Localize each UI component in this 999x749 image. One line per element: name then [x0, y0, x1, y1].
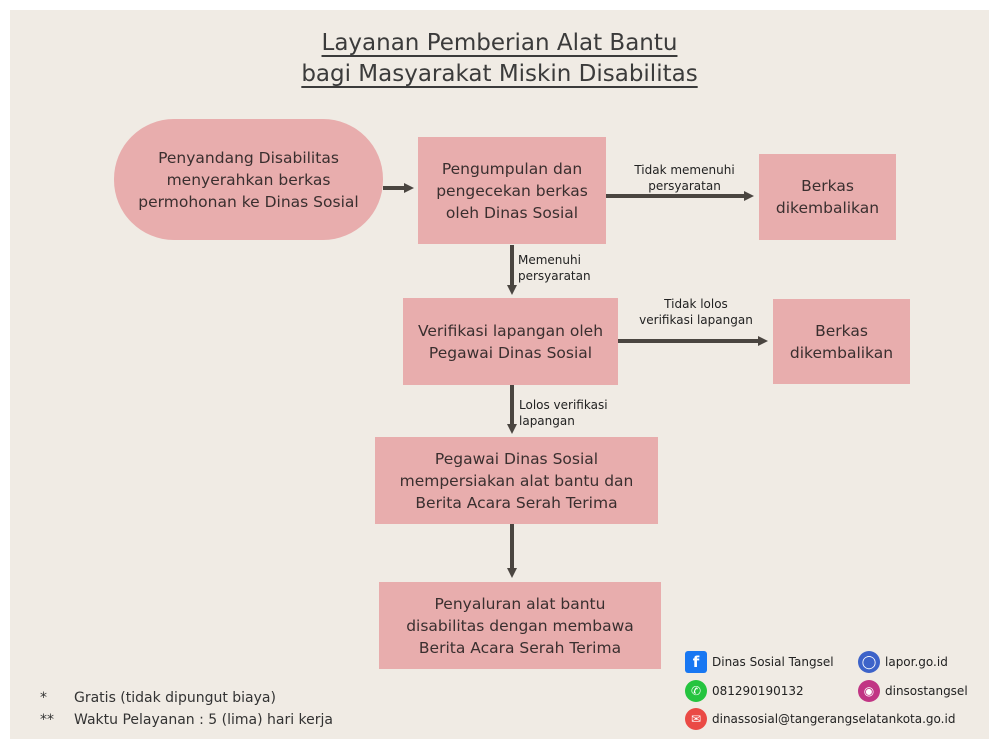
contact-facebook-text: Dinas Sosial Tangsel: [712, 655, 834, 669]
node-return-1: Berkas dikembalikan: [759, 154, 896, 240]
contact-email-text: dinassosial@tangerangselatankota.go.id: [712, 712, 956, 726]
whatsapp-icon: ✆: [685, 680, 707, 702]
note-time-text: Waktu Pelayanan : 5 (lima) hari kerja: [74, 712, 333, 728]
mail-icon: ✉: [685, 708, 707, 730]
note-free: * Gratis (tidak dipungut biaya): [40, 690, 276, 706]
contact-instagram[interactable]: ◉ dinsostangsel: [858, 680, 968, 702]
contact-instagram-text: dinsostangsel: [885, 684, 968, 698]
facebook-icon: f: [685, 651, 707, 673]
node-distribute: Penyaluran alat bantu disabilitas dengan…: [379, 582, 661, 669]
label-meet: Memenuhi persyaratan: [518, 253, 591, 283]
contact-website-text: lapor.go.id: [885, 655, 948, 669]
instagram-icon: ◉: [858, 680, 880, 702]
title-line-1: Layanan Pemberian Alat Bantu: [321, 30, 678, 56]
note-time-mark: **: [40, 712, 54, 728]
contact-whatsapp[interactable]: ✆ 081290190132: [685, 680, 804, 702]
node-return-2: Berkas dikembalikan: [773, 299, 910, 384]
globe-icon: ◯: [858, 651, 880, 673]
node-verify: Verifikasi lapangan oleh Pegawai Dinas S…: [403, 298, 618, 385]
contact-whatsapp-text: 081290190132: [712, 684, 804, 698]
title-line-2: bagi Masyarakat Miskin Disabilitas: [301, 61, 698, 87]
label-pass: Lolos verifikasi lapangan: [519, 398, 608, 428]
note-service-time: ** Waktu Pelayanan : 5 (lima) hari kerja: [40, 712, 333, 728]
note-free-text: Gratis (tidak dipungut biaya): [74, 690, 276, 706]
contact-facebook[interactable]: f Dinas Sosial Tangsel: [685, 651, 834, 673]
note-free-mark: *: [40, 690, 47, 706]
contact-website[interactable]: ◯ lapor.go.id: [858, 651, 948, 673]
node-collect: Pengumpulan dan pengecekan berkas oleh D…: [418, 137, 606, 244]
node-start: Penyandang Disabilitas menyerahkan berka…: [114, 119, 383, 240]
label-not-meet: Tidak memenuhi persyaratan: [634, 163, 735, 193]
node-prepare: Pegawai Dinas Sosial mempersiakan alat b…: [375, 437, 658, 524]
contact-email[interactable]: ✉ dinassosial@tangerangselatankota.go.id: [685, 708, 955, 730]
label-not-pass: Tidak lolos verifikasi lapangan: [639, 297, 753, 327]
